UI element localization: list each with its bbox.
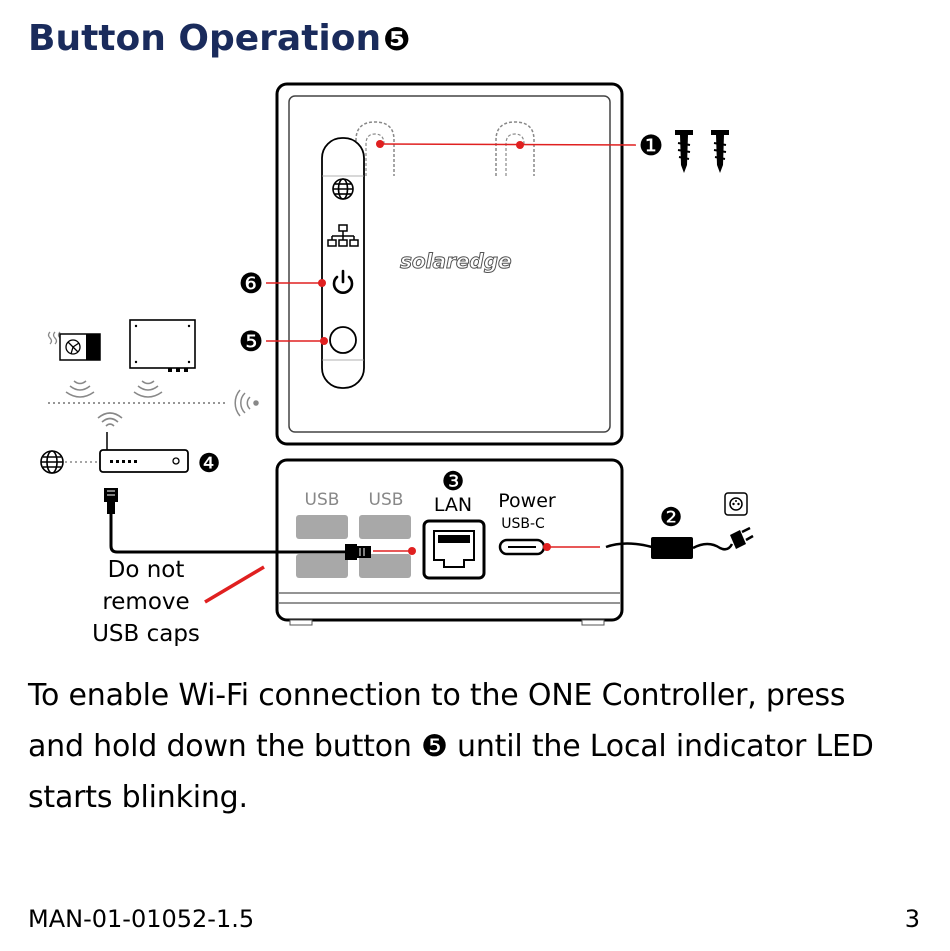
note-line-1: Do not — [108, 557, 185, 583]
foot-right — [581, 619, 605, 626]
callout-1-dot-left — [376, 140, 384, 148]
internet-globe-icon — [40, 450, 64, 474]
callout-3: ❸ — [441, 467, 464, 497]
callout-6: ❻ — [238, 267, 263, 300]
callout-1-line — [379, 143, 637, 146]
upper-housing-inner — [288, 95, 611, 433]
wifi-button[interactable] — [329, 326, 357, 354]
power-label: Power — [498, 490, 556, 512]
note-line-2: remove — [102, 589, 189, 615]
callout-4: ❹ — [197, 449, 220, 479]
power-cable — [605, 542, 653, 549]
network-icon — [327, 224, 359, 247]
power-adapter — [651, 537, 693, 559]
screw-icon-2 — [711, 130, 729, 173]
note-red-pointer — [204, 565, 265, 604]
mounting-hook-right — [495, 121, 535, 176]
instruction-callout-5: ❺ — [421, 729, 448, 764]
plug-icon — [730, 526, 754, 549]
outlet-icon — [724, 492, 748, 516]
solaredge-logo: solaredge — [400, 249, 512, 273]
foot-left — [289, 619, 313, 626]
screw-icon-1 — [675, 130, 693, 173]
usb-cap-3 — [296, 554, 348, 578]
instruction-line-1: To enable Wi-Fi connection to the ONE Co… — [28, 678, 846, 713]
lan-label: LAN — [434, 494, 472, 516]
fan-device-icon — [59, 333, 101, 361]
callout-5-dot — [320, 337, 328, 345]
mounting-hook-left — [355, 121, 395, 176]
usb-label-2: USB — [369, 490, 404, 510]
usb-cap-2 — [359, 515, 411, 539]
wireless-signal-icon-1 — [65, 380, 95, 398]
usb-label-1: USB — [305, 490, 340, 510]
ethernet-cable — [109, 514, 345, 554]
wireless-signal-icon-2 — [133, 380, 163, 398]
power-cable-2 — [692, 542, 734, 551]
router-icon — [99, 449, 189, 473]
wireless-broadcast-icon — [234, 389, 259, 417]
router-wifi-icon — [97, 412, 123, 427]
callout-1-dot-right — [516, 141, 524, 149]
globe-icon — [332, 178, 354, 200]
instruction-line-2-pre: and hold down the button — [28, 729, 421, 764]
power-icon — [332, 269, 354, 294]
power-red-dot — [543, 543, 551, 551]
callout-1: ❶ — [638, 129, 663, 162]
document-number: MAN-01-01052-1.5 — [28, 905, 255, 933]
usbc-label: USB-C — [501, 516, 545, 532]
lan-port — [422, 519, 486, 580]
usb-cap-1 — [296, 515, 348, 539]
ethernet-red-dot — [408, 547, 416, 555]
title-callout-5: ❺ — [383, 20, 411, 58]
callout-6-dot — [318, 279, 326, 287]
ethernet-plug-top — [104, 488, 118, 514]
instruction-paragraph: To enable Wi-Fi connection to the ONE Co… — [28, 670, 933, 823]
page-title: Button Operation❺ — [28, 18, 410, 59]
mounting-hook-right-inner — [505, 133, 525, 176]
callout-5: ❺ — [238, 325, 263, 358]
note-line-3: USB caps — [92, 621, 200, 647]
instruction-line-3: starts blinking. — [28, 780, 248, 815]
page-number: 3 — [904, 905, 920, 933]
instruction-line-2-post: until the Local indicator LED — [447, 729, 874, 764]
callout-2: ❷ — [659, 503, 682, 533]
led-strip — [321, 137, 365, 389]
usb-cap-4 — [359, 554, 411, 578]
inverter-device-icon — [129, 319, 196, 372]
device-diagram: ❶ — [40, 82, 754, 647]
ethernet-plug-end — [345, 544, 371, 560]
mounting-hook-left-inner — [365, 133, 385, 176]
page-title-text: Button Operation — [28, 18, 382, 59]
